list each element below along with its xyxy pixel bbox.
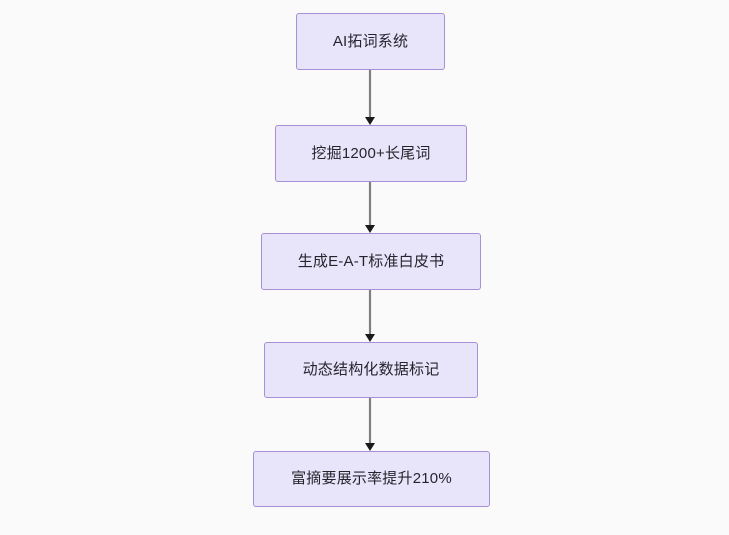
flow-node-dynamic-structured-data-markup[interactable]: 动态结构化数据标记	[264, 342, 478, 398]
flow-node-rich-snippet-impression-uplift[interactable]: 富摘要展示率提升210%	[253, 451, 490, 507]
node-label: AI拓词系统	[332, 32, 409, 50]
edge-node3-to-node4	[364, 290, 376, 342]
node-label: 动态结构化数据标记	[302, 361, 440, 378]
flow-node-ai-keyword-system[interactable]: AI拓词系统	[296, 13, 445, 70]
node-label: 富摘要展示率提升210%	[291, 470, 452, 487]
edge-node2-to-node3	[364, 182, 376, 233]
arrowhead-icon	[365, 443, 375, 451]
node-label: 生成E-A-T标准白皮书	[297, 252, 445, 270]
arrowhead-icon	[365, 334, 375, 342]
flow-node-mine-longtail-keywords[interactable]: 挖掘1200+长尾词	[275, 125, 467, 182]
node-label: 挖掘1200+长尾词	[311, 144, 431, 162]
arrowhead-icon	[365, 225, 375, 233]
flow-node-generate-eat-whitepaper[interactable]: 生成E-A-T标准白皮书	[261, 233, 481, 290]
arrowhead-icon	[365, 117, 375, 125]
edge-node1-to-node2	[364, 70, 376, 125]
edge-node4-to-node5	[364, 398, 376, 451]
